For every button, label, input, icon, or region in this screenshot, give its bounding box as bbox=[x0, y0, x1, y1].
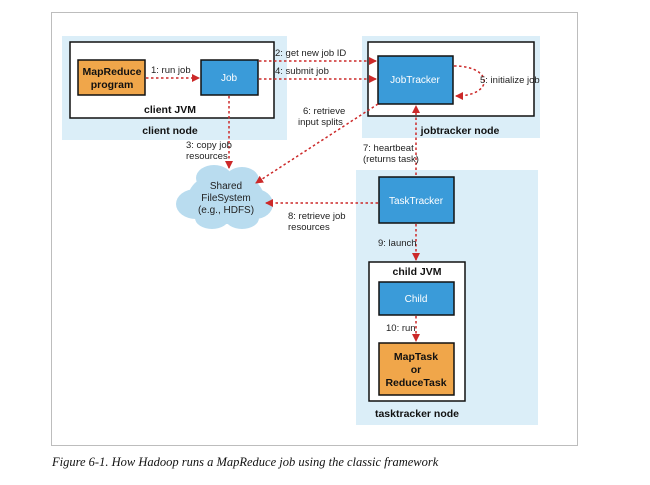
mapreduce-program-box: MapReduce program bbox=[77, 59, 146, 96]
shared-filesystem-cloud: Shared FileSystem (e.g., HDFS) bbox=[176, 165, 273, 229]
label-retrieve-splits-2: input splits bbox=[298, 117, 343, 128]
label-get-job-id: 2: get new job ID bbox=[275, 48, 346, 59]
child-label: Child bbox=[405, 294, 428, 305]
maptask-label-2: or bbox=[411, 364, 422, 376]
label-copy-resources-2: resources bbox=[186, 151, 228, 162]
job-box: Job bbox=[200, 59, 259, 96]
shared-fs-label-2: FileSystem bbox=[201, 193, 250, 204]
maptask-label-3: ReduceTask bbox=[385, 377, 446, 389]
label-retrieve-resources-1: 8: retrieve job bbox=[288, 211, 346, 222]
mapreduce-program-label-2: program bbox=[91, 79, 134, 91]
shared-fs-label-3: (e.g., HDFS) bbox=[198, 205, 254, 216]
jobtracker-box: JobTracker bbox=[377, 55, 454, 105]
maptask-label-1: MapTask bbox=[394, 351, 438, 363]
label-heartbeat-2: (returns task) bbox=[363, 154, 419, 165]
job-label: Job bbox=[221, 73, 238, 84]
mapreduce-program-label-1: MapReduce bbox=[83, 66, 142, 78]
shared-fs-label-1: Shared bbox=[210, 181, 242, 192]
maptask-box: MapTask or ReduceTask bbox=[378, 342, 455, 396]
child-jvm-label: child JVM bbox=[392, 266, 441, 278]
label-submit-job: 4: submit job bbox=[275, 66, 329, 77]
tasktracker-label: TaskTracker bbox=[389, 196, 444, 207]
jobtracker-label: JobTracker bbox=[390, 75, 440, 86]
tasktracker-box: TaskTracker bbox=[378, 176, 455, 224]
label-run-job: 1: run job bbox=[151, 65, 191, 76]
label-initialize-job: 5: initialize job bbox=[480, 75, 540, 86]
client-node-label: client node bbox=[142, 125, 198, 137]
label-retrieve-resources-2: resources bbox=[288, 222, 330, 233]
tasktracker-node-label: tasktracker node bbox=[375, 408, 459, 420]
figure-caption: Figure 6-1. How Hadoop runs a MapReduce … bbox=[52, 455, 439, 469]
label-retrieve-splits-1: 6: retrieve bbox=[303, 106, 345, 117]
label-copy-resources-1: 3: copy job bbox=[186, 140, 232, 151]
label-run: 10: run bbox=[386, 323, 416, 334]
figure-frame bbox=[51, 12, 578, 446]
label-launch: 9: launch bbox=[378, 238, 417, 249]
label-heartbeat-1: 7: heartbeat bbox=[363, 143, 414, 154]
arrow-retrieve-splits bbox=[255, 103, 379, 184]
jobtracker-node-label: jobtracker node bbox=[420, 125, 500, 137]
arrow-initialize-job bbox=[453, 65, 485, 100]
client-node: client JVM client node bbox=[62, 36, 287, 140]
client-jvm-label: client JVM bbox=[144, 104, 196, 116]
child-box: Child bbox=[378, 281, 455, 316]
